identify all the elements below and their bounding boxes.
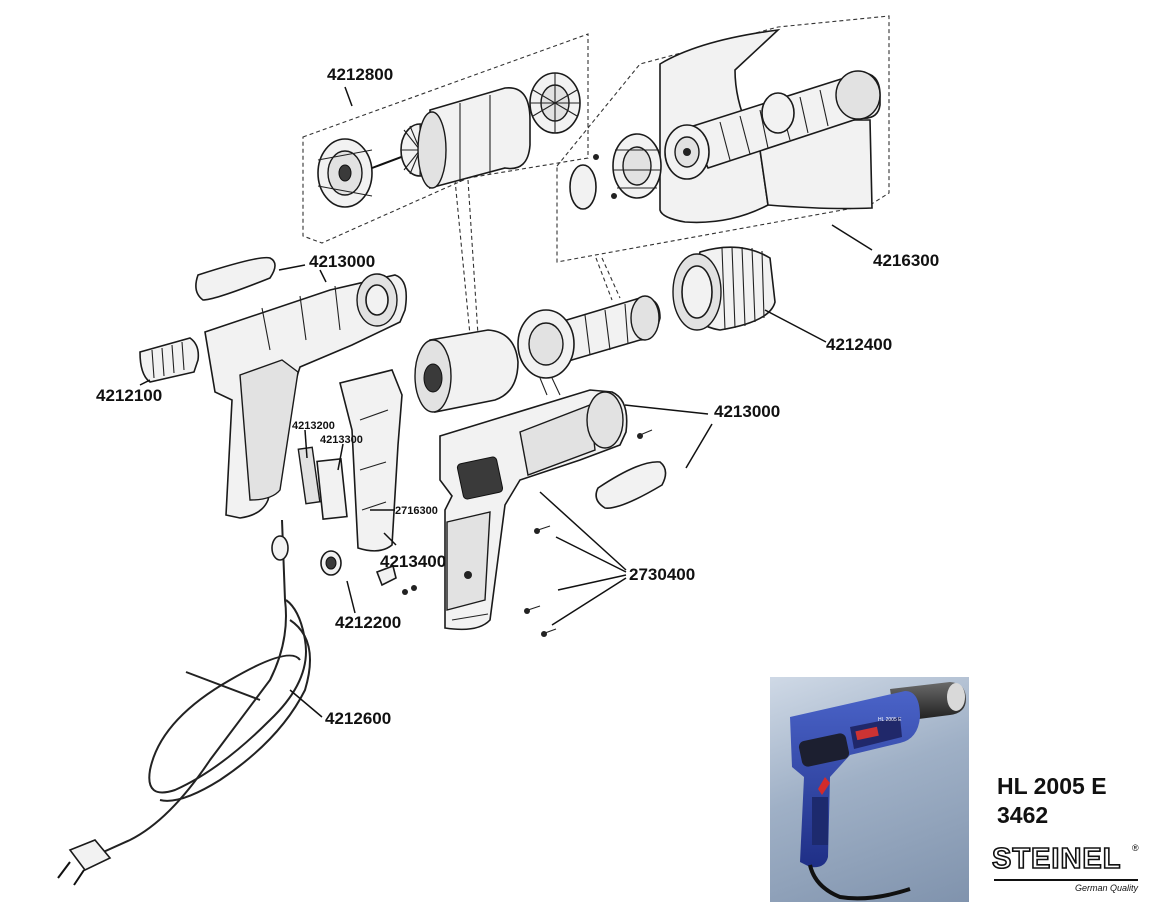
- label-4213000-top: 4213000: [309, 252, 375, 271]
- label-4212200: 4212200: [335, 613, 401, 632]
- label-4213000-bottom: 4213000: [714, 402, 780, 421]
- label-4212600: 4212600: [325, 709, 391, 728]
- heat-gun-photo: HL 2005 E: [790, 682, 966, 901]
- brand-name: STEINEL: [991, 842, 1122, 876]
- nozzle-element-kit-box: [556, 15, 890, 301]
- motor-cylinder: [414, 329, 519, 413]
- leader-lines: [139, 86, 873, 718]
- registered-mark: ®: [1132, 843, 1139, 853]
- switch-electronics: [297, 369, 417, 595]
- element-tube: [517, 295, 661, 396]
- screws: [524, 429, 653, 637]
- label-2730400: 2730400: [629, 565, 695, 584]
- label-4212400: 4212400: [826, 335, 892, 354]
- model-name: HL 2005 E: [997, 773, 1107, 799]
- power-cord: [57, 519, 311, 886]
- heating-element-assembly: [569, 28, 881, 224]
- label-4212800: 4212800: [327, 65, 393, 84]
- photo-badge: HL 2005 E: [878, 717, 902, 723]
- brand-logo: STEINEL ® German Quality: [991, 842, 1142, 893]
- product-photo: HL 2005 E: [770, 677, 969, 902]
- label-4213300: 4213300: [320, 434, 363, 446]
- housing-right-half: [439, 389, 667, 631]
- brand-tagline: German Quality: [1074, 883, 1138, 893]
- label-2716300: 2716300: [395, 505, 438, 517]
- label-4212100: 4212100: [96, 386, 162, 405]
- model-title: HL 2005 E 3462: [997, 772, 1157, 830]
- outer-nozzle: [672, 246, 776, 331]
- trigger: [818, 777, 830, 795]
- part-labels: 4212800 4216300 4213000 4212100 4213200 …: [96, 65, 939, 728]
- brand-rule: [994, 879, 1138, 881]
- label-4213400: 4213400: [380, 552, 446, 571]
- label-4216300: 4216300: [873, 251, 939, 270]
- fan-motor-assembly: [317, 72, 581, 208]
- label-4213200: 4213200: [292, 420, 335, 432]
- rear-grille: [139, 337, 200, 383]
- housing-left-half: [195, 256, 408, 519]
- model-number: 3462: [997, 802, 1049, 828]
